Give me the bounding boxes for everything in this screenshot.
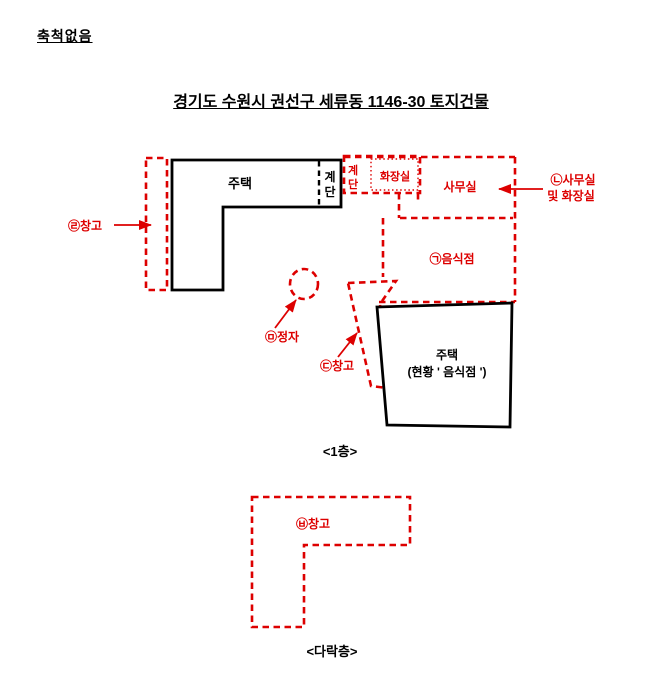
page-title-text: 경기도 수원시 권선구 세류동 1146-30 토지건물 <box>173 94 489 111</box>
callout-pavilion-arrow <box>274 299 297 329</box>
attic-caption: <다락층> <box>306 644 357 659</box>
callout-office-line2: 및 화장실 <box>547 188 595 203</box>
pavilion-outline <box>288 267 320 301</box>
callout-warehouse-mid-arrow <box>337 332 358 358</box>
floor1-caption: <1층> <box>323 444 358 459</box>
stairs-black-label-char2: 단 <box>324 184 335 199</box>
attic-warehouse-outline <box>250 495 412 629</box>
warehouse-left-outline <box>144 156 169 292</box>
house2-label-line1: 주택 <box>436 347 458 362</box>
attic-warehouse-label: ㉥창고 <box>296 516 330 531</box>
callout-pavilion: ㉤정자 <box>265 329 299 344</box>
restaurant-label: ㉠음식점 <box>429 251 474 266</box>
main-house-label: 주택 <box>228 176 252 191</box>
stairs-red-label-char1: 계 <box>348 163 358 177</box>
page-title: 경기도 수원시 권선구 세류동 1146-30 토지건물 <box>0 88 662 112</box>
callout-warehouse-mid: ㉢창고 <box>320 358 354 373</box>
office-label: 사무실 <box>443 179 476 194</box>
house2-outline <box>375 301 514 429</box>
main-house-outline <box>170 158 343 292</box>
toilet-box-outline <box>370 158 419 191</box>
house2-label-line2: (현황 ' 음식점 ') <box>408 364 487 379</box>
stairs-red-label-char2: 단 <box>348 177 358 191</box>
scale-note: 축척없음 <box>37 28 93 44</box>
callout-office-line1: ㉡사무실 <box>550 172 595 187</box>
callout-warehouse-left: ㉣창고 <box>68 218 102 233</box>
toilet-label: 화장실 <box>380 169 410 183</box>
stairs-black-label-char1: 계 <box>324 169 335 184</box>
